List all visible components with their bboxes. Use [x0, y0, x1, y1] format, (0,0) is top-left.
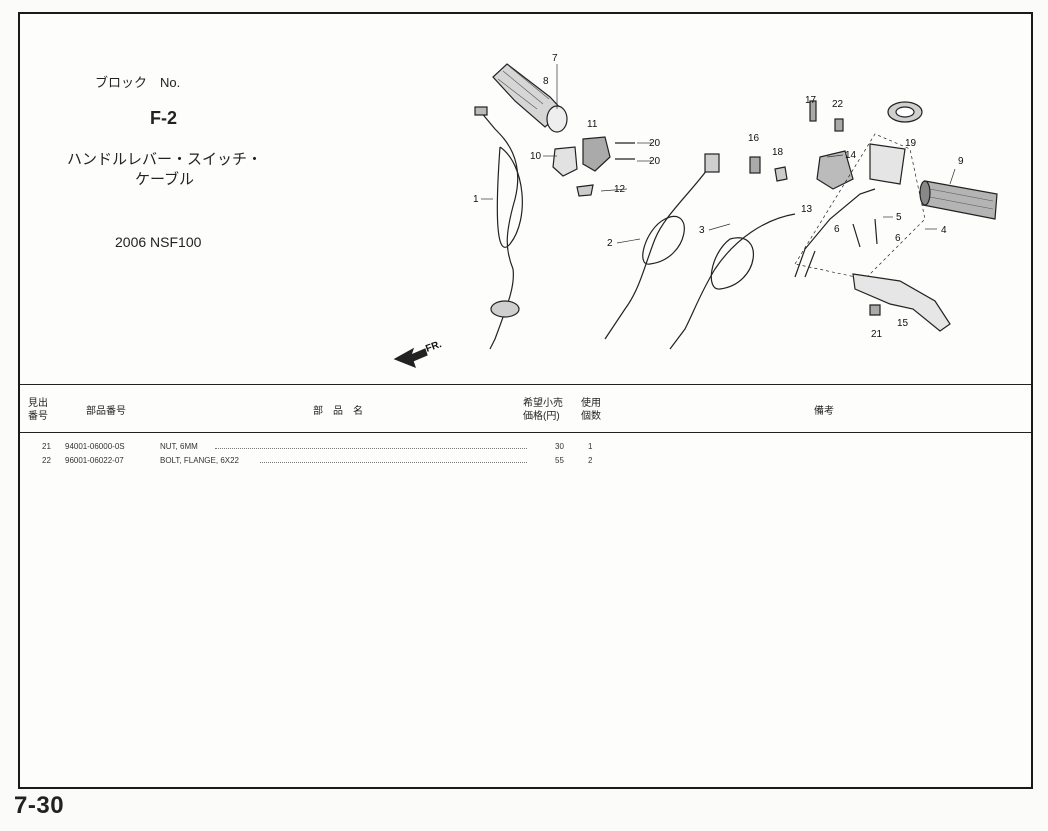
callout-2: 2 [607, 238, 613, 249]
callout-11: 11 [587, 119, 598, 130]
page-number: 7-30 [14, 792, 65, 819]
callout-6b: 6 [895, 233, 901, 244]
block-title-line2: ケーブル [134, 171, 195, 188]
row-part-name: BOLT, FLANGE, 6X22 [160, 456, 239, 465]
callout-5: 5 [896, 212, 902, 223]
callout-20a: 20 [649, 138, 661, 149]
throttle-cable-drawing [474, 106, 523, 350]
row-ref: 22 [42, 456, 51, 465]
row-price: 30 [555, 442, 564, 451]
brake-cable-drawing [669, 213, 796, 350]
row-part-name: NUT, 6MM [160, 442, 198, 451]
callout-16: 16 [748, 133, 760, 144]
row-leader-dots [215, 442, 527, 449]
throttle-housing-drawing [552, 136, 635, 197]
callout-20b: 20 [649, 156, 661, 167]
callout-3: 3 [699, 225, 705, 236]
row-part-no: 96001-06022-07 [65, 456, 124, 465]
fr-direction-label: FR. [424, 339, 443, 355]
fr-arrow-icon [393, 347, 428, 369]
row-ref: 21 [42, 442, 51, 451]
col-header-ref-no: 見出番号 [28, 398, 48, 422]
col-header-part-name: 部 品 名 [313, 406, 363, 417]
row-qty: 2 [588, 456, 593, 465]
callout-15: 15 [897, 318, 909, 329]
left-grip-drawing [919, 180, 998, 220]
callout-17: 17 [805, 95, 817, 106]
page-frame: ブロック No. F-2 ハンドルレバー・スイッチ・ ケーブル 2006 NSF… [18, 12, 1033, 789]
callout-9: 9 [958, 156, 964, 167]
table-header-rule [20, 432, 1031, 433]
clutch-lever-drawing [852, 273, 951, 332]
throttle-grip-drawing [492, 63, 568, 133]
callout-21: 21 [871, 329, 883, 340]
callout-6a: 6 [834, 224, 840, 235]
row-part-no: 94001-06000-0S [65, 442, 125, 451]
callout-1: 1 [473, 194, 479, 205]
table-row: 21 94001-06000-0S NUT, 6MM 30 1 [20, 442, 1031, 456]
col-header-price: 希望小売価格(円) [523, 398, 563, 422]
col-header-qty: 使用個数 [581, 398, 601, 422]
row-qty: 1 [588, 442, 593, 451]
block-title: ハンドルレバー・スイッチ・ ケーブル [62, 150, 267, 190]
col-header-remarks: 備考 [814, 406, 834, 417]
callout-4: 4 [941, 225, 947, 236]
exploded-parts-diagram: FR. 1 2 3 4 5 6 6 7 8 9 10 11 12 13 14 1… [393, 53, 998, 369]
table-row: 22 96001-06022-07 BOLT, FLANGE, 6X22 55 … [20, 456, 1031, 470]
callout-numbers: 1 2 3 4 5 6 6 7 8 9 10 11 12 13 14 15 16… [473, 53, 964, 340]
block-code: F-2 [150, 108, 177, 128]
callout-22: 22 [832, 99, 844, 110]
clamp-drawing [887, 101, 923, 123]
col-header-part-no: 部品番号 [86, 406, 126, 417]
callout-18: 18 [772, 147, 784, 158]
clutch-cable-drawing [604, 153, 720, 340]
table-top-rule [20, 384, 1031, 385]
callout-10: 10 [530, 151, 542, 162]
callout-13: 13 [801, 204, 813, 215]
block-label: ブロック No. [95, 75, 181, 90]
callout-8: 8 [543, 76, 549, 87]
callout-7: 7 [552, 53, 558, 64]
row-price: 55 [555, 456, 564, 465]
row-leader-dots [260, 456, 527, 463]
switch-assembly-drawing [749, 100, 926, 280]
callout-19: 19 [905, 138, 917, 149]
block-title-line1: ハンドルレバー・スイッチ・ [66, 151, 262, 168]
callout-14: 14 [845, 150, 857, 161]
model-label: 2006 NSF100 [115, 234, 202, 250]
